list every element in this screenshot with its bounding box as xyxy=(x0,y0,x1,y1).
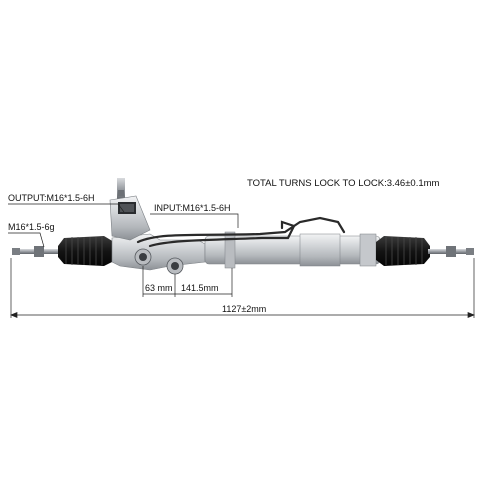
left-boot xyxy=(58,236,114,266)
dimension-63-label: 63 mm xyxy=(145,283,173,293)
valve-housing xyxy=(111,233,206,275)
leader-lines xyxy=(8,203,239,248)
right-boot xyxy=(376,236,430,266)
hydraulic-lines xyxy=(136,216,346,248)
output-label: OUTPUT:M16*1.5-6H xyxy=(8,193,95,203)
dimension-141-label: 141.5mm xyxy=(181,283,219,293)
tie-rod-thread-label: M16*1.5-6g xyxy=(8,222,55,232)
input-label: INPUT:M16*1.5-6H xyxy=(154,203,231,213)
rack-cylinder xyxy=(204,231,381,269)
dimension-lines xyxy=(10,258,475,319)
total-turns-label: TOTAL TURNS LOCK TO LOCK:3.46±0.1mm xyxy=(247,178,440,189)
pinion-input-shaft xyxy=(109,178,151,241)
left-tie-rod xyxy=(12,246,60,257)
right-tie-rod xyxy=(428,246,474,257)
dimension-total-label: 1127±2mm xyxy=(222,304,266,314)
